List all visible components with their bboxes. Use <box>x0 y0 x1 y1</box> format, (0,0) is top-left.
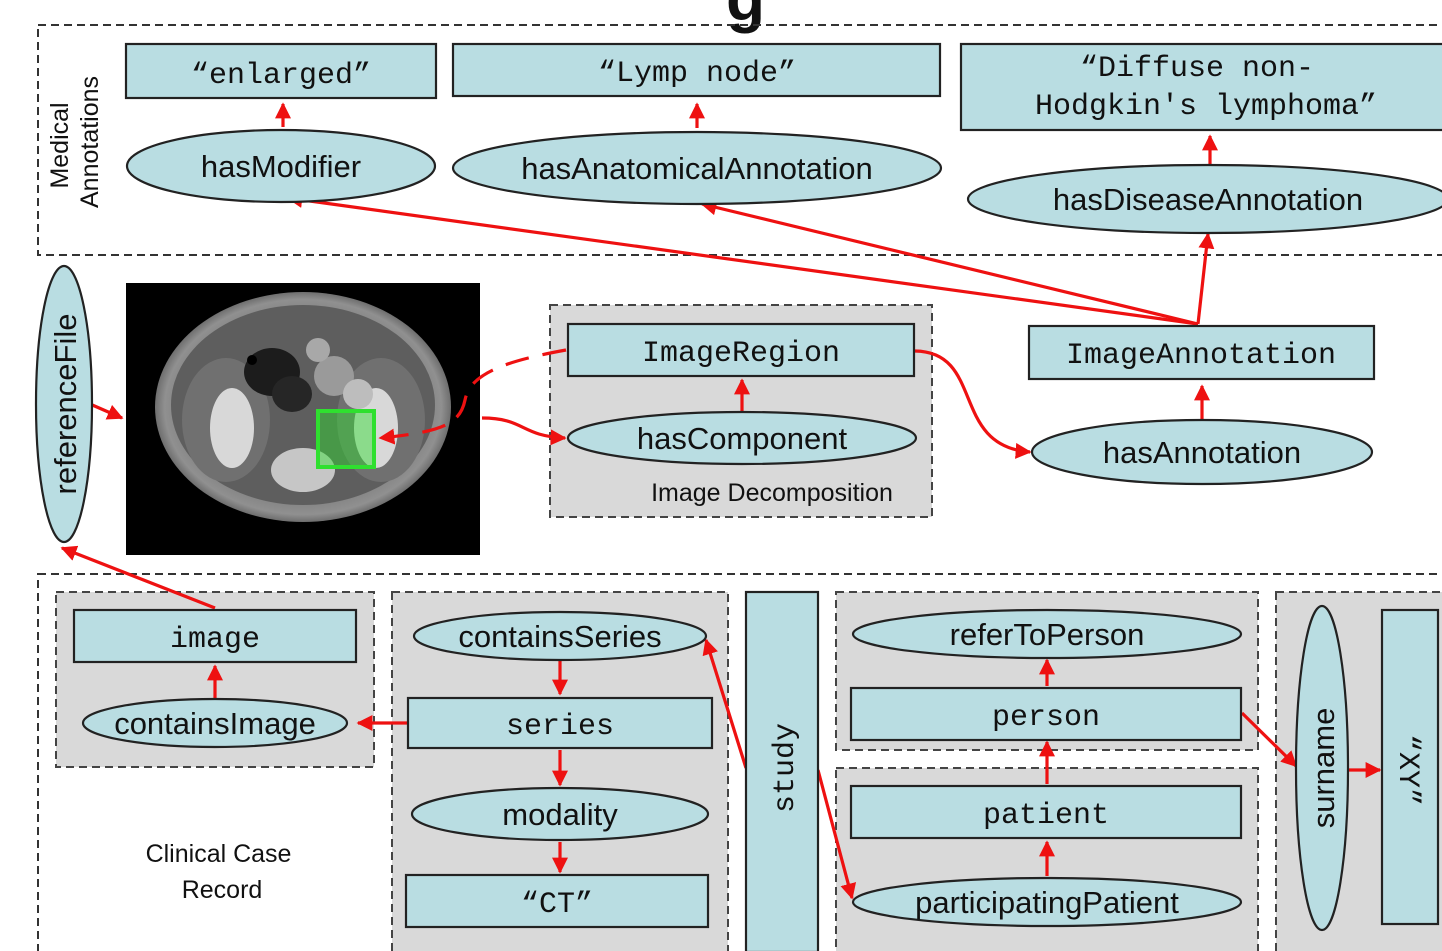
xy-text: “XY” <box>1390 734 1424 806</box>
lymp-node-node <box>451 42 942 98</box>
medical-annotations-zone <box>37 24 1442 256</box>
containsseries-text: containsSeries <box>458 619 661 654</box>
ct-scan-image <box>126 283 480 555</box>
title-fragment: g <box>726 0 765 34</box>
arrow-referencefile-ct <box>89 402 124 420</box>
containsseries-node <box>412 610 708 662</box>
referencefile-text: referenceFile <box>48 314 83 495</box>
arrow-imageregion-roi <box>378 348 567 445</box>
surname-text: surname <box>1306 708 1341 829</box>
hasmodifier-text: hasModifier <box>201 149 361 184</box>
refertoperson-text: referToPerson <box>950 617 1145 652</box>
hasmodifier-node <box>125 128 437 204</box>
hascomponent-node <box>566 410 918 466</box>
image-decomposition-label: Image Decomposition <box>651 479 893 507</box>
study-node <box>744 590 820 951</box>
hasanatomicalannotation-node <box>451 130 943 206</box>
hasdiseaseannotation-text: hasDiseaseAnnotation <box>1053 182 1363 217</box>
person-text: person <box>992 701 1100 735</box>
arrow-imageregion-hasannotation <box>914 349 1032 459</box>
study-text: study <box>769 723 803 813</box>
series-node <box>406 696 714 750</box>
hasannotation-text: hasAnnotation <box>1103 435 1301 470</box>
participatingpatient-text: participatingPatient <box>915 885 1179 920</box>
imageregion-node <box>566 322 916 378</box>
clinical-case-record-label: Clinical Case Record <box>146 840 299 904</box>
arrow-imgann-hasdisease <box>1196 232 1215 325</box>
modality-text: modality <box>502 797 618 832</box>
arrow-image-referencefile <box>60 545 216 610</box>
series-text: series <box>506 710 614 744</box>
referencefile-node <box>34 264 94 544</box>
arrow-imgann-hasmodifier <box>286 192 1199 326</box>
surname-node <box>1294 604 1350 932</box>
hasanatomicalannotation-text: hasAnatomicalAnnotation <box>521 151 873 186</box>
hasannotation-node <box>1030 418 1374 486</box>
ct-node <box>404 873 710 929</box>
arrows <box>60 102 1382 900</box>
ct-text: “CT” <box>521 888 593 922</box>
arrow-imgann-hasanatomical <box>700 199 1199 326</box>
arrow-study-participatingpatient <box>816 769 857 900</box>
medical-annotations-label: Medical Annotations <box>46 76 104 208</box>
patient-text: patient <box>983 799 1109 833</box>
enlarged-text: “enlarged” <box>191 59 371 93</box>
image-text: image <box>170 623 260 657</box>
arrow-person-surname <box>1240 711 1298 768</box>
participatingpatient-node <box>851 876 1243 928</box>
diffuse-node <box>959 42 1442 132</box>
refertoperson-node <box>851 608 1243 660</box>
hasdiseaseannotation-node <box>966 163 1442 235</box>
diffuse-text: “Diffuse non- Hodgkin's lymphoma” <box>1035 52 1377 124</box>
containsimage-node <box>81 697 349 749</box>
arrow-study-containsseries <box>702 638 748 769</box>
containsimage-text: containsImage <box>114 706 316 741</box>
arrow-ct-hascomponent <box>481 416 567 446</box>
imageregion-text: ImageRegion <box>642 337 840 371</box>
lymp-node-text: “Lymp node” <box>598 57 796 91</box>
person-node <box>849 686 1243 742</box>
hascomponent-text: hasComponent <box>637 421 848 456</box>
xy-node <box>1380 608 1440 926</box>
enlarged-node <box>124 42 438 100</box>
modality-node <box>410 786 710 842</box>
imageannotation-node <box>1027 324 1376 381</box>
clinical-case-record-zone <box>37 573 1442 951</box>
region-of-interest <box>316 409 376 469</box>
imageannotation-text: ImageAnnotation <box>1066 339 1336 373</box>
patient-node <box>849 784 1243 840</box>
image-node <box>72 608 358 664</box>
